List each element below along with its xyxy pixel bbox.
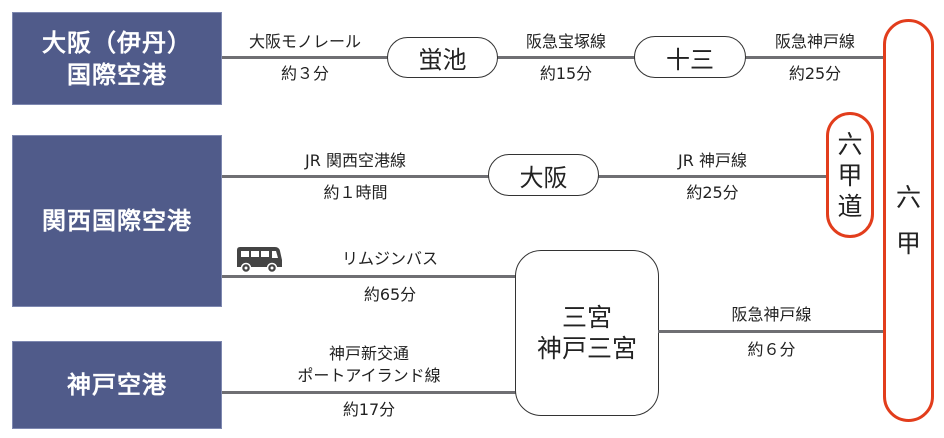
station-rokkomichi-char-2: 甲 bbox=[837, 160, 863, 190]
route-name-hankyu-kobe-2: 阪急神戸線 bbox=[731, 305, 812, 324]
route-time-jr-kobe: 約25分 bbox=[686, 183, 739, 202]
station-rokkomichi-char-3: 道 bbox=[837, 191, 863, 221]
route-time-hankyu-kobe-2: 約６分 bbox=[747, 340, 796, 359]
route-time-port-liner: 約17分 bbox=[342, 400, 396, 419]
route-name-jr-kansai-airport: JR 関西空港線 bbox=[305, 151, 406, 170]
airport-itami-name-line2: 国際空港 bbox=[67, 60, 167, 89]
station-juso: 十三 bbox=[634, 36, 746, 78]
bus-icon bbox=[234, 246, 284, 274]
route-line-sannomiya-rokko bbox=[658, 330, 885, 333]
route-name-hankyu-takarazuka: 阪急宝塚線 bbox=[525, 32, 606, 51]
station-rokkomichi-char-1: 六 bbox=[837, 129, 863, 159]
route-line-kobe-sannomiya bbox=[222, 391, 516, 394]
station-sannomiya-name-2: 神戸三宮 bbox=[536, 334, 637, 363]
airport-itami: 大阪（伊丹） 国際空港 bbox=[12, 12, 222, 105]
route-time-hankyu-takarazuka: 約15分 bbox=[539, 64, 593, 83]
route-name-port-liner-1: 神戸新交通 bbox=[328, 344, 409, 363]
airport-kobe-name: 神戸空港 bbox=[67, 371, 167, 399]
station-osaka: 大阪 bbox=[488, 154, 599, 196]
route-name-port-liner-2: ポートアイランド線 bbox=[297, 366, 441, 385]
route-time-jr-kansai-airport: 約１時間 bbox=[323, 183, 388, 202]
route-name-hankyu-kobe-1: 阪急神戸線 bbox=[774, 32, 855, 51]
airport-kansai: 関西国際空港 bbox=[12, 135, 222, 307]
route-line-kansai-osaka bbox=[222, 175, 489, 178]
route-line-hotarugaike-juso bbox=[497, 56, 635, 59]
station-rokko: 六 甲 bbox=[883, 19, 934, 422]
route-line-kansai-sannomiya bbox=[222, 275, 516, 278]
station-rokko-char-2: 甲 bbox=[895, 228, 921, 258]
airport-kobe: 神戸空港 bbox=[12, 341, 222, 429]
route-time-osaka-monorail: 約３分 bbox=[280, 64, 329, 83]
route-name-limousine-bus: リムジンバス bbox=[341, 249, 438, 268]
route-line-osaka-rokkomichi bbox=[598, 175, 827, 178]
route-name-osaka-monorail: 大阪モノレール bbox=[248, 32, 361, 51]
route-line-itami-hotarugaike bbox=[222, 56, 388, 59]
station-rokkomichi: 六 甲 道 bbox=[826, 112, 874, 238]
route-line-juso-rokko bbox=[745, 56, 885, 59]
station-sannomiya: 三宮 神戸三宮 bbox=[515, 250, 659, 416]
station-rokko-char-1: 六 bbox=[895, 182, 921, 212]
station-hotarugaike: 蛍池 bbox=[387, 37, 498, 78]
route-time-hankyu-kobe-1: 約25分 bbox=[788, 64, 842, 83]
airport-itami-name-line1: 大阪（伊丹） bbox=[42, 28, 192, 57]
route-name-jr-kobe: JR 神戸線 bbox=[678, 151, 747, 170]
station-sannomiya-name-1: 三宮 bbox=[561, 303, 612, 332]
route-time-limousine-bus: 約65分 bbox=[363, 285, 417, 304]
airport-kansai-name: 関西国際空港 bbox=[42, 207, 192, 235]
